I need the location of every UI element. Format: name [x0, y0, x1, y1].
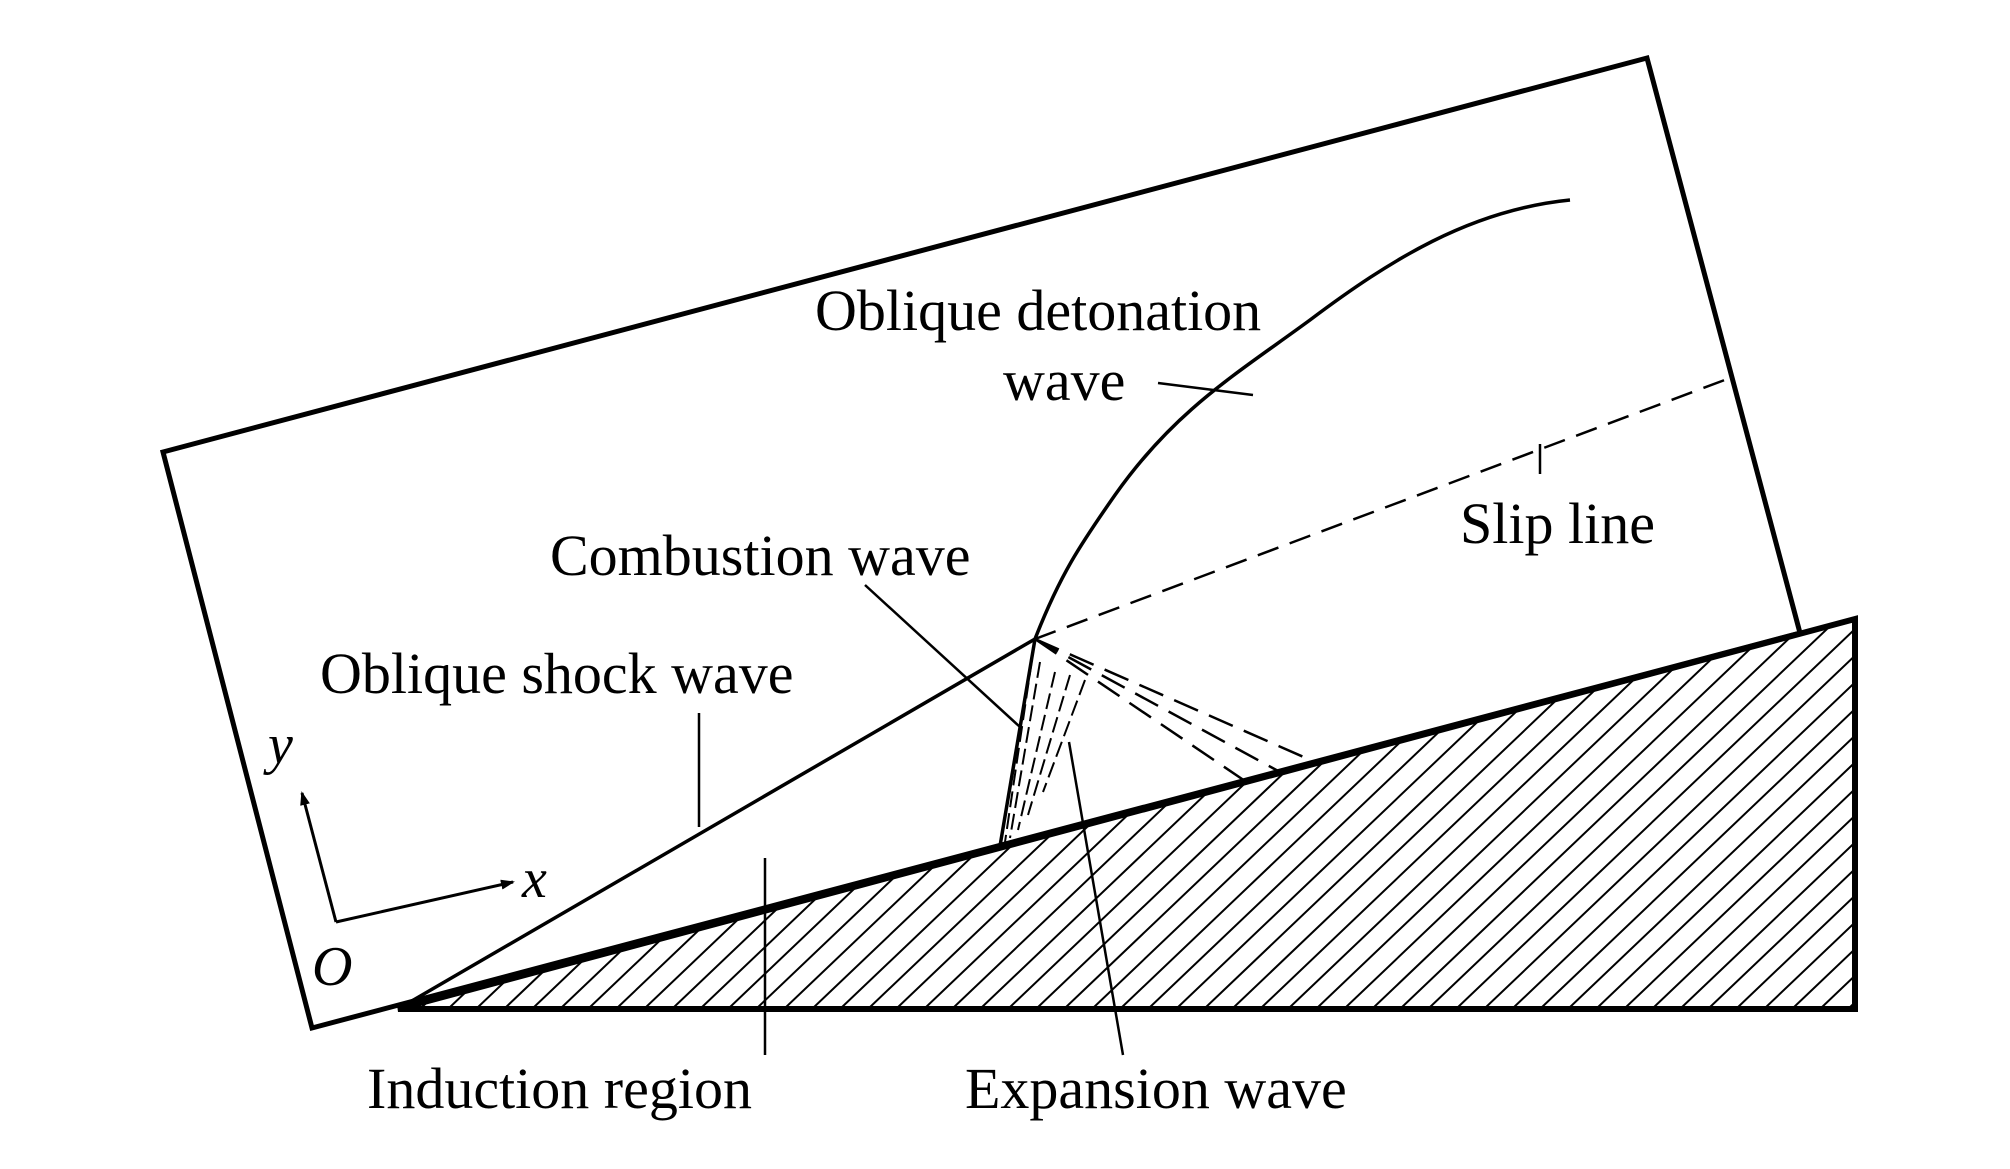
hatch-line: [1932, 509, 2010, 1009]
axis-label-y: y: [263, 714, 293, 776]
hatch-line: [1119, 619, 1646, 1009]
label-induction-region: Induction region: [367, 1056, 752, 1121]
leader-combustion-wave: [864, 584, 1021, 728]
label-oblique-detonation-line2: wave: [1003, 348, 1125, 413]
hatch-line: [1707, 619, 1855, 1009]
hatch-line: [1595, 619, 1855, 1009]
hatch-line: [1511, 619, 1855, 1009]
hatch-line: [1819, 619, 1855, 1009]
hatch-line: [923, 619, 1450, 1009]
hatch-line: [1483, 619, 1855, 1009]
axis-label-origin: O: [312, 936, 352, 998]
hatch-line: [1007, 619, 1534, 1009]
hatch-line: [1651, 619, 1855, 1009]
hatch-line: [1763, 619, 1855, 1009]
hatch-line: [1539, 619, 1855, 1009]
hatch-line: [1035, 619, 1562, 1009]
oblique-detonation-wave-curve: [1033, 198, 1571, 640]
hatch-line: [1147, 619, 1674, 1009]
hatch-line: [1315, 619, 1842, 1009]
hatch-line: [1455, 619, 1855, 1009]
hatch-line: [1960, 509, 2010, 1009]
y-axis-arrow: [300, 791, 338, 923]
expansion-fan-inner: [1004, 638, 1086, 843]
leader-oblique-detonation: [1157, 381, 1254, 397]
hatch-line: [1876, 509, 2010, 1009]
label-oblique-detonation-line1: Oblique detonation: [815, 278, 1261, 343]
hatch-line: [1371, 619, 1855, 1009]
coordinate-axes: [300, 791, 515, 924]
hatch-line: [1343, 619, 1855, 1009]
hatch-line: [1988, 509, 2010, 1009]
hatch-line: [1904, 509, 2010, 1009]
hatch-line: [1735, 619, 1855, 1009]
label-oblique-shock-wave: Oblique shock wave: [320, 641, 794, 706]
label-combustion-wave: Combustion wave: [550, 523, 970, 588]
hatch-line: [1623, 619, 1855, 1009]
label-expansion-wave: Expansion wave: [965, 1056, 1347, 1121]
hatch-line: [1427, 619, 1855, 1009]
hatch-line: [1259, 619, 1786, 1009]
hatch-line: [1847, 619, 1855, 1009]
axis-label-x: x: [521, 848, 547, 910]
hatch-line: [1567, 619, 1855, 1009]
expansion-fan-outer: [1034, 637, 1316, 783]
leader-expansion-wave: [1067, 741, 1125, 1056]
oblique-shock-wave-line: [397, 637, 1036, 1011]
hatch-line: [1399, 619, 1855, 1009]
hatch-line: [1203, 619, 1730, 1009]
hatch-line: [1679, 619, 1855, 1009]
x-axis-arrow: [335, 879, 515, 924]
hatch-line: [1231, 619, 1758, 1009]
hatch-line: [1175, 619, 1702, 1009]
hatch-line: [1791, 619, 1855, 1009]
slip-line: [1034, 376, 1731, 641]
wedge: [397, 615, 1858, 1012]
hatch-line: [1091, 619, 1618, 1009]
label-slip-line: Slip line: [1460, 491, 1655, 556]
hatch-line: [1287, 619, 1814, 1009]
